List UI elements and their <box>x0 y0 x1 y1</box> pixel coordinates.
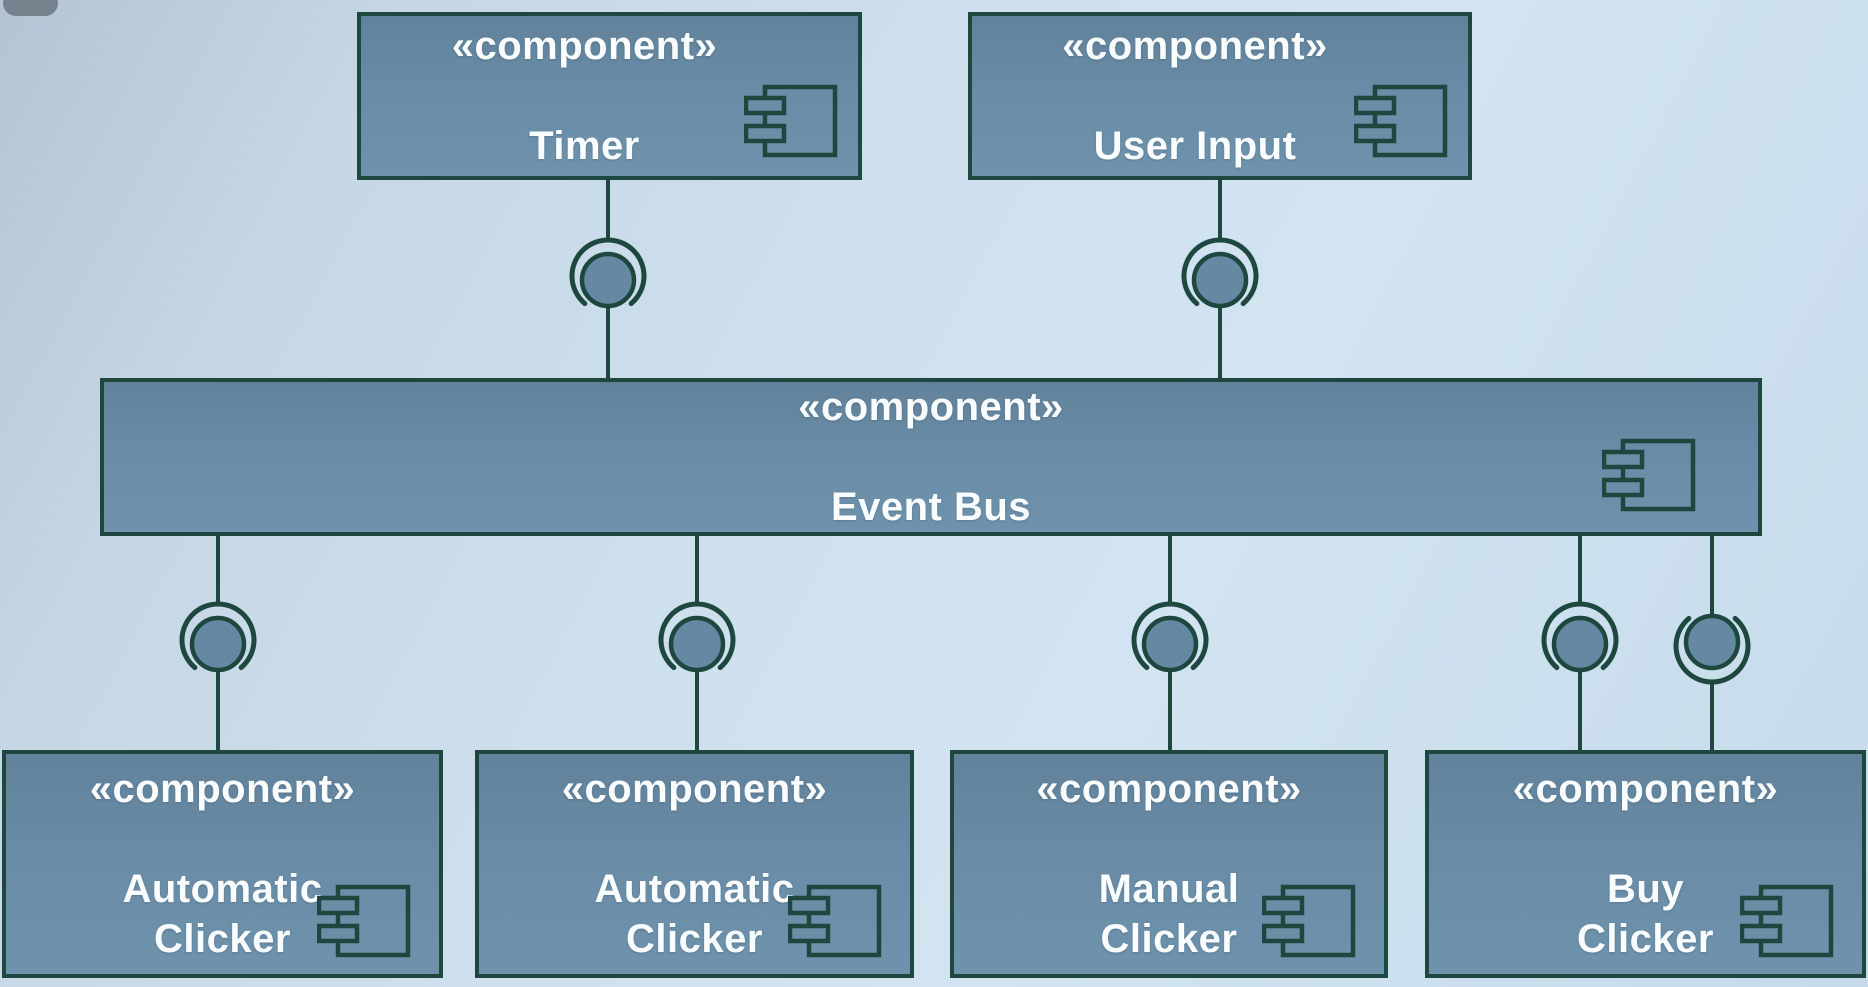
stereotype-label: «component» <box>89 767 356 811</box>
uml-component-icon <box>1261 884 1356 958</box>
component-manual-clicker-text: «component» Manual Clicker <box>1036 714 1302 987</box>
stereotype-label: «component» <box>1062 24 1328 68</box>
interface-connector-timer-to-event_bus <box>569 168 647 390</box>
uml-component-icon <box>316 884 411 958</box>
component-name-label: Buy Clicker <box>1577 867 1714 961</box>
uml-component-icon <box>743 84 838 158</box>
component-manual-clicker: «component» Manual Clicker <box>950 750 1388 978</box>
interface-connector-event_bus-to-manual_clicker <box>1131 526 1209 762</box>
component-name-label: Manual Clicker <box>1098 867 1240 961</box>
uml-component-icon <box>787 884 882 958</box>
uml-component-icon <box>1353 84 1448 158</box>
component-name-label: User Input <box>1093 124 1297 168</box>
component-user-input-text: «component» User Input <box>1062 0 1378 221</box>
component-name-label: Automatic Clicker <box>594 867 795 961</box>
interface-connector-event_bus-to-buy_clicker <box>1673 526 1751 762</box>
component-name-label: Event Bus <box>830 485 1032 529</box>
component-event-bus-text: «component» Event Bus <box>798 332 1064 582</box>
component-automatic-clicker-2: «component» Automatic Clicker <box>475 750 914 978</box>
uml-component-icon <box>1739 884 1834 958</box>
component-buy-clicker-text: «component» Buy Clicker <box>1513 714 1779 987</box>
component-timer: «component» Timer <box>357 12 862 180</box>
component-user-input: «component» User Input <box>968 12 1472 180</box>
interface-connector-event_bus-to-buy_clicker <box>1541 526 1619 762</box>
stereotype-label: «component» <box>1036 767 1302 811</box>
component-event-bus: «component» Event Bus <box>100 378 1762 536</box>
interface-connector-event_bus-to-automatic_clicker_1 <box>179 526 257 762</box>
component-name-label: Timer <box>529 124 640 168</box>
stereotype-label: «component» <box>798 385 1064 429</box>
interface-connector-user_input-to-event_bus <box>1181 168 1259 390</box>
component-automatic-clicker-1-text: «component» Automatic Clicker <box>90 714 356 987</box>
component-automatic-clicker-2-text: «component» Automatic Clicker <box>562 714 828 987</box>
component-buy-clicker: «component» Buy Clicker <box>1425 750 1866 978</box>
component-timer-text: «component» Timer <box>452 0 768 221</box>
component-automatic-clicker-1: «component» Automatic Clicker <box>2 750 443 978</box>
interface-connector-event_bus-to-automatic_clicker_2 <box>658 526 736 762</box>
uml-component-icon <box>1601 438 1696 512</box>
component-name-label: Automatic Clicker <box>122 867 323 961</box>
corner-overlay-blob <box>3 0 58 16</box>
stereotype-label: «component» <box>561 767 828 811</box>
stereotype-label: «component» <box>1512 767 1779 811</box>
stereotype-label: «component» <box>451 24 718 68</box>
